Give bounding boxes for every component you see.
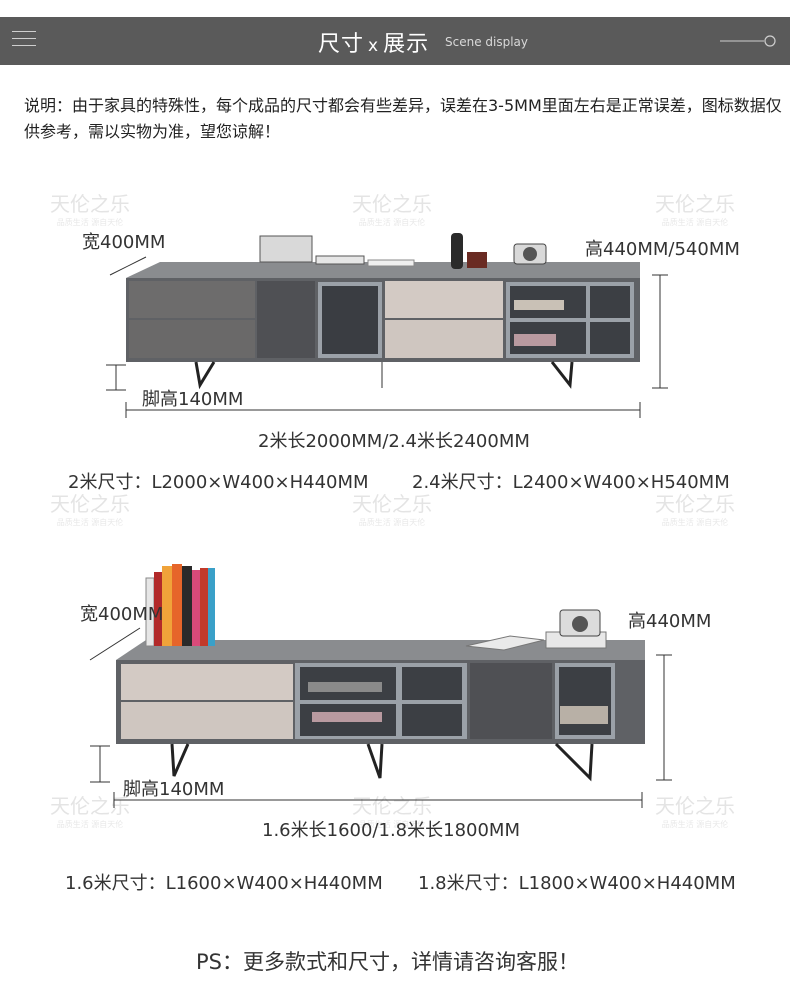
watermark: 天伦之乐品质生活 源自天伦: [50, 492, 130, 527]
height-label: 高440MM/540MM: [585, 239, 740, 260]
watermark: 天伦之乐品质生活 源自天伦: [655, 192, 735, 227]
length-label-2: 1.6米长1600/1.8米长1800MM: [262, 820, 520, 841]
watermark: 天伦之乐品质生活 源自天伦: [352, 794, 432, 829]
width-label-2: 宽400MM: [80, 604, 164, 625]
spec-2-4m: 2.4米尺寸：L2400×W400×H540MM: [412, 472, 730, 493]
disclaimer-note: 说明：由于家具的特殊性，每个成品的尺寸都会有些差异，误差在3-5MM里面左右是正…: [24, 96, 782, 141]
width-label: 宽400MM: [82, 232, 166, 253]
header-subtitle: Scene display: [445, 35, 529, 49]
height-label-2: 高440MM: [628, 611, 712, 632]
watermark: 天伦之乐品质生活 源自天伦: [352, 492, 432, 527]
watermark: 天伦之乐品质生活 源自天伦: [655, 794, 735, 829]
slider-icon: [720, 35, 776, 47]
watermark: 天伦之乐品质生活 源自天伦: [655, 492, 735, 527]
leg-height-label: 脚高140MM: [142, 389, 244, 410]
spec-1-6m: 1.6米尺寸：L1600×W400×H440MM: [65, 873, 383, 894]
spec-1-8m: 1.8米尺寸：L1800×W400×H440MM: [418, 873, 736, 894]
watermark: 天伦之乐品质生活 源自天伦: [50, 794, 130, 829]
spec-2m: 2米尺寸：L2000×W400×H440MM: [68, 472, 369, 493]
watermark: 天伦之乐品质生活 源自天伦: [352, 192, 432, 227]
watermark: 天伦之乐品质生活 源自天伦: [50, 192, 130, 227]
ps-note: PS：更多款式和尺寸，详情请咨询客服！: [196, 950, 579, 974]
leg-height-label-2: 脚高140MM: [123, 779, 225, 800]
hamburger-icon[interactable]: [12, 31, 36, 51]
length-label: 2米长2000MM/2.4米长2400MM: [258, 431, 530, 452]
